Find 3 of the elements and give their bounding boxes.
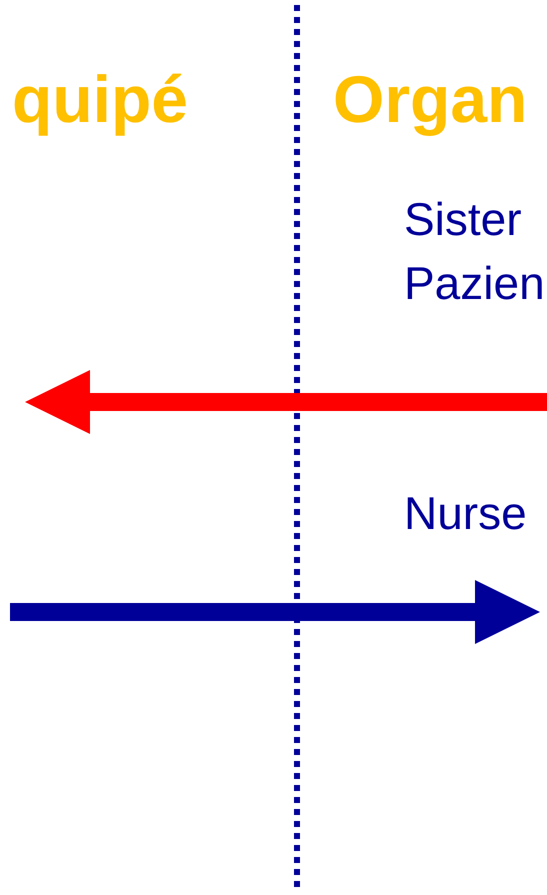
text-line: Sister <box>404 196 522 242</box>
text-line: Nurse <box>404 490 527 536</box>
text-line: Pazien <box>404 260 545 306</box>
